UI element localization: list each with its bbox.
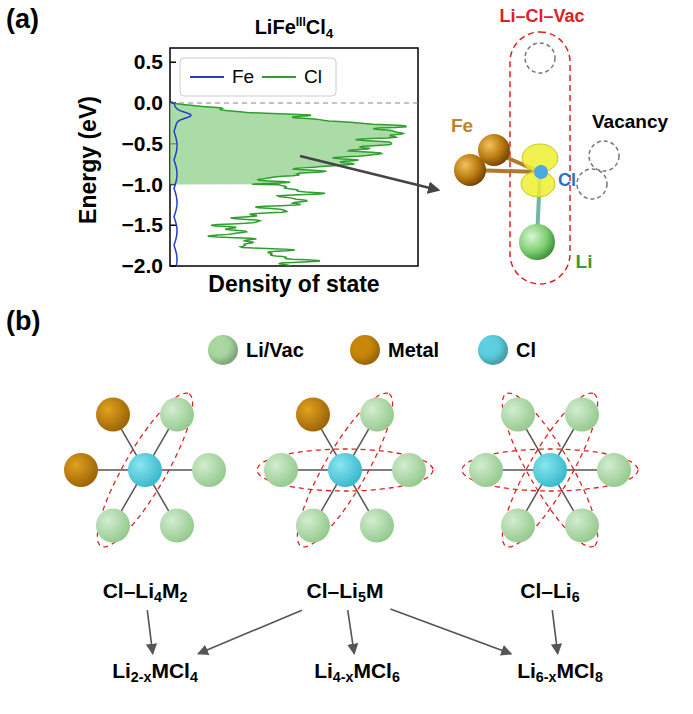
- formula-box: Li4-xMCl6: [310, 657, 404, 687]
- vacancy-site: [525, 43, 555, 73]
- cl-motif: [64, 383, 226, 556]
- vacancy-site: [577, 169, 607, 199]
- formula-box: Cl–Li6: [516, 577, 583, 607]
- li-site: [192, 453, 226, 487]
- li-site: [597, 453, 631, 487]
- formula-box: Cl–Li4M2: [99, 577, 192, 607]
- legend-text: Cl: [516, 339, 536, 362]
- fermi-line: [170, 102, 418, 103]
- formula-text: Li2-xMCl4: [112, 659, 198, 685]
- connector-arrow: [147, 610, 152, 654]
- legend-line: [190, 76, 224, 78]
- li-atom: [519, 224, 555, 260]
- cl-dos-curve: [172, 101, 406, 265]
- li-site: [360, 508, 394, 542]
- tick: [170, 225, 176, 227]
- legend-entry: Fe: [190, 66, 254, 88]
- legend-frame: [180, 58, 336, 96]
- label: −2.0: [122, 254, 163, 278]
- legend-entry: Cl: [478, 335, 536, 365]
- li-site: [296, 508, 330, 542]
- connector-arrow: [348, 610, 355, 654]
- legend-text: Fe: [232, 66, 254, 88]
- metal-atom: [64, 453, 98, 487]
- li-site: [565, 508, 599, 542]
- legend-text: Cl: [304, 66, 322, 88]
- li-site: [360, 398, 394, 432]
- label: Fe: [451, 115, 473, 137]
- legend-entry: Cl: [262, 66, 322, 88]
- fe-dos-curve: [171, 101, 191, 265]
- legend-entry: Metal: [350, 335, 439, 365]
- li-site: [392, 453, 426, 487]
- formula-text: Cl–Li6: [520, 579, 579, 605]
- cl-atom: [328, 453, 362, 487]
- label: 0.5: [134, 50, 163, 74]
- li-site: [160, 398, 194, 432]
- legend-swatch: [350, 335, 380, 365]
- formula-text: Cl–Li5M: [307, 579, 384, 605]
- li-site: [501, 398, 535, 432]
- li-site: [469, 453, 503, 487]
- label: 0.0: [134, 91, 163, 115]
- formula-box: Li2-xMCl4: [108, 657, 202, 687]
- fe-atom: [478, 134, 510, 166]
- label: −1.5: [122, 213, 163, 237]
- chain-outline: [257, 449, 433, 491]
- legend-text: Li/Vac: [246, 339, 304, 362]
- formula-box: Li6-xMCl8: [513, 657, 607, 687]
- chain-outline: [462, 449, 638, 491]
- legend-entry: Li/Vac: [208, 335, 304, 365]
- connector-arrow: [390, 609, 511, 654]
- li-site: [501, 508, 535, 542]
- motif-drawings: [64, 383, 638, 556]
- li-cl-vac-outline: [510, 32, 570, 284]
- label: (b): [6, 306, 40, 337]
- li-site: [160, 508, 194, 542]
- label: LiFeIIICl4: [255, 15, 334, 41]
- pointer-arrow: [300, 156, 438, 190]
- formula-text: Li4-xMCl6: [314, 659, 400, 685]
- chain-outline: [488, 383, 612, 556]
- legend-text: Metal: [388, 339, 439, 362]
- cl-atom: [534, 165, 548, 179]
- metal-atom: [96, 398, 130, 432]
- label: Cl: [558, 170, 576, 191]
- cl-atom: [533, 453, 567, 487]
- legend-swatch: [208, 335, 238, 365]
- label: Li: [576, 251, 593, 273]
- chain-outline: [83, 383, 207, 556]
- legend-swatch: [478, 335, 508, 365]
- label: Density of state: [208, 271, 379, 298]
- label: −1.0: [122, 173, 163, 197]
- dos-curves: [170, 101, 406, 265]
- li-site: [96, 508, 130, 542]
- tick: [170, 62, 176, 64]
- chain-outline: [283, 383, 407, 556]
- label: (a): [6, 4, 39, 35]
- legend-line: [262, 76, 296, 78]
- metal-atom: [296, 398, 330, 432]
- label: Energy (eV): [75, 96, 102, 224]
- tick: [170, 265, 176, 267]
- connector-arrow: [552, 610, 557, 654]
- cl-motif: [462, 383, 638, 556]
- formula-box: Cl–Li5M: [303, 577, 388, 607]
- label: Li–Cl–Vac: [499, 6, 584, 27]
- cl-motif: [257, 383, 433, 556]
- label: Vacancy: [592, 111, 668, 133]
- label: −0.5: [122, 132, 163, 156]
- vacancy-site: [589, 141, 619, 171]
- formula-text: Cl–Li4M2: [103, 579, 188, 605]
- plot-frame: [170, 48, 418, 266]
- li-site: [264, 453, 298, 487]
- formula-text: Li6-xMCl8: [517, 659, 603, 685]
- connector-arrow: [198, 610, 302, 654]
- li-site: [565, 398, 599, 432]
- cl-atom: [128, 453, 162, 487]
- chain-outline: [488, 383, 612, 556]
